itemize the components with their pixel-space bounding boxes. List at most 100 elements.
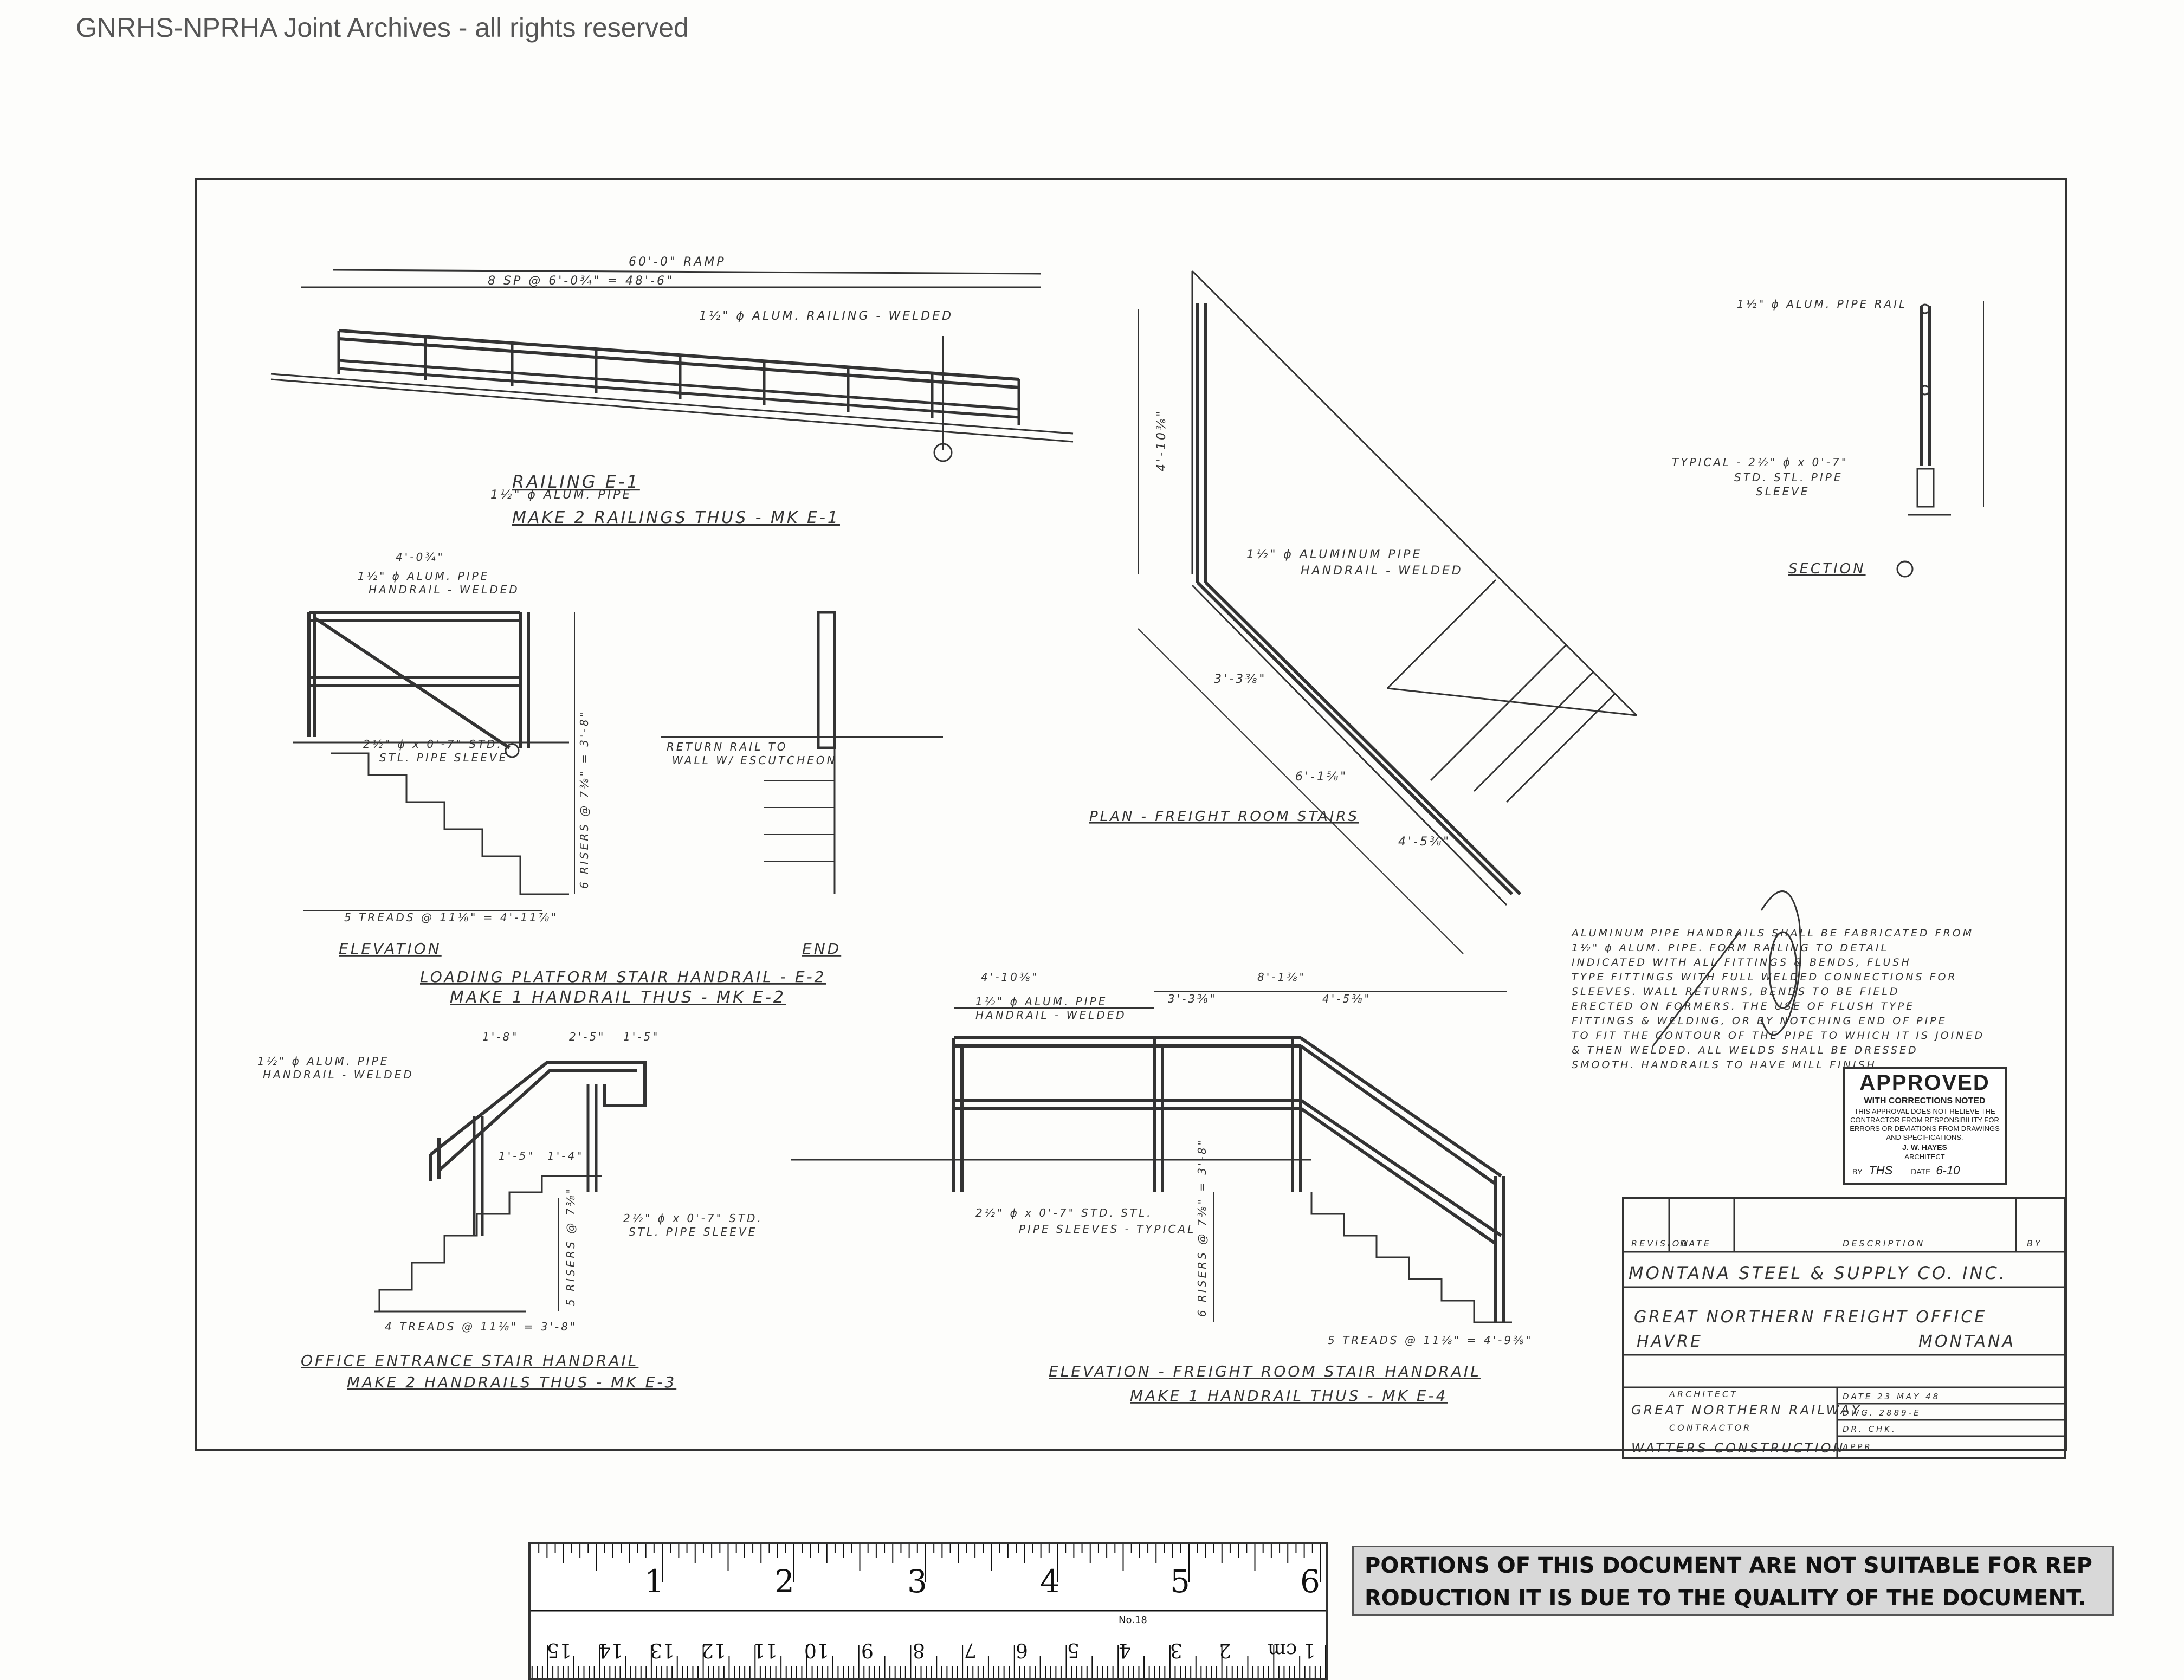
general-note-line: TYPE FITTINGS WITH FULL WELDED CONNECTIO… [1572, 971, 1957, 983]
ruler-inch-label: 2 [774, 1563, 794, 1600]
loading-note2: HANDRAIL - WELDED [369, 583, 520, 596]
general-note-line: TO FIT THE CONTOUR OF THE PIPE TO WHICH … [1572, 1030, 1985, 1042]
approval-body-line: CONTRACTOR FROM RESPONSIBILITY FOR [1850, 1116, 1999, 1124]
ruler-cm-label: 4 [1119, 1639, 1131, 1661]
approval-body-line: THIS APPROVAL DOES NOT RELIEVE THE [1854, 1107, 1995, 1115]
signature-scribble [1652, 890, 1801, 1046]
ruler-cm-label: 9 [861, 1639, 874, 1661]
freight-dim1: 4'-10⅜" [981, 971, 1039, 984]
office-note1: 1½" ϕ ALUM. PIPE [257, 1055, 389, 1068]
loading-risers: 6 RISERS @ 7⅜" = 3'-8" [578, 710, 591, 889]
ruler-inch-label: 1 [644, 1563, 664, 1600]
general-note-line: SLEEVES. WALL RETURNS, BENDS TO BE FIELD [1572, 986, 1900, 998]
approval-body-line: AND SPECIFICATIONS. [1886, 1133, 1963, 1141]
ruler-cm-label: 6 [1016, 1639, 1028, 1661]
drawn-field: DR. CHK. [1843, 1424, 1897, 1434]
rev-header: BY [2027, 1238, 2042, 1249]
contractor-name: WATTERS CONSTRUCTION [1631, 1440, 1845, 1456]
loading-label-end: END [802, 940, 841, 958]
loading-treads: 5 TREADS @ 11⅛" = 4'-11⅞" [344, 911, 558, 924]
approval-by-label: BY [1852, 1167, 1863, 1176]
location-right: MONTANA [1918, 1332, 2015, 1351]
approval-role: ARCHITECT [1904, 1153, 1945, 1161]
section-note3: STD. STL. PIPE [1734, 471, 1843, 484]
approval-date: 6-10 [1936, 1164, 1960, 1177]
ruler-cm-label: 11 [753, 1639, 778, 1661]
warning-line: PORTIONS OF THIS DOCUMENT ARE NOT SUITAB… [1365, 1553, 2092, 1578]
quality-warning: PORTIONS OF THIS DOCUMENT ARE NOT SUITAB… [1352, 1546, 2114, 1616]
ruler-cm-label: 7 [964, 1639, 977, 1661]
ruler-inch-label: 6 [1300, 1563, 1320, 1600]
approval-stamp: APPROVED WITH CORRECTIONS NOTED THIS APP… [1843, 1067, 2007, 1185]
plan-dim3: 6'-1⅝" [1295, 770, 1348, 784]
general-note-line: SMOOTH. HANDRAILS TO HAVE MILL FINISH. [1572, 1059, 1882, 1071]
general-note-line: ERECTED ON FORMERS. THE USE OF FLUSH TYP… [1572, 1000, 1915, 1012]
architect-name: GREAT NORTHERN RAILWAY [1631, 1403, 1862, 1418]
freight-elevation-drawing [791, 991, 1512, 1323]
freight-title: ELEVATION - FREIGHT ROOM STAIR HANDRAIL [1049, 1362, 1481, 1380]
ruler-cm-label: 2 [1219, 1639, 1231, 1661]
ruler-cm-label: 1 cm [1268, 1639, 1316, 1661]
plan-dim2: 3'-3⅜" [1214, 673, 1267, 686]
section-drawing [1896, 301, 1984, 578]
rev-header: DESCRIPTION [1843, 1238, 1925, 1249]
loading-end-drawing [661, 611, 943, 894]
sheet-field: APPR. [1842, 1442, 1877, 1452]
railing-note: 1½" ϕ ALUM. RAILING - WELDED [699, 309, 953, 323]
railing-title: RAILING E-1 [512, 471, 640, 492]
section-note2: TYPICAL - 2½" ϕ x 0'-7" [1672, 456, 1849, 469]
general-note-line: ALUMINUM PIPE HANDRAILS SHALL BE FABRICA… [1571, 927, 1974, 939]
office-note2: HANDRAIL - WELDED [263, 1068, 414, 1081]
general-note: ALUMINUM PIPE HANDRAILS SHALL BE FABRICA… [1571, 927, 1985, 1071]
archive-watermark: GNRHS-NPRHA Joint Archives - all rights … [76, 12, 689, 43]
ruler-cm-label: 5 [1067, 1639, 1080, 1661]
warning-line: RODUCTION IT IS DUE TO THE QUALITY OF TH… [1365, 1586, 2086, 1611]
freight-note2: HANDRAIL - WELDED [975, 1009, 1127, 1022]
freight-note1: 1½" ϕ ALUM. PIPE [975, 995, 1107, 1008]
loading-elevation-drawing [293, 611, 575, 911]
office-treads: 4 TREADS @ 11⅛" = 3'-8" [385, 1320, 577, 1333]
freight-make: MAKE 1 HANDRAIL THUS - MK E-4 [1130, 1387, 1448, 1405]
loading-return1: RETURN RAIL TO [667, 740, 788, 753]
rev-header: REVISION [1631, 1238, 1690, 1249]
contractor-label: CONTRACTOR [1669, 1423, 1752, 1433]
section-note4: SLEEVE [1756, 485, 1810, 498]
office-sleeve2: STL. PIPE SLEEVE [629, 1225, 757, 1238]
freight-dim3: 8'-1⅜" [1257, 971, 1307, 984]
freight-risers: 6 RISERS @ 7⅜" = 3'-8" [1196, 1138, 1209, 1317]
office-title: OFFICE ENTRANCE STAIR HANDRAIL [301, 1352, 638, 1369]
approval-date-label: DATE [1911, 1167, 1931, 1176]
approval-initials: THS [1869, 1164, 1893, 1177]
company-name: MONTANA STEEL & SUPPLY CO. INC. [1629, 1263, 2007, 1283]
plan-drawing [1138, 270, 1638, 954]
railing-e1-drawing [270, 269, 1074, 462]
general-note-line: 1½" ϕ ALUM. PIPE. FORM RAILING TO DETAIL [1572, 942, 1889, 954]
sheet-border [195, 178, 2067, 1451]
railing-make: MAKE 2 RAILINGS THUS - MK E-1 [512, 508, 840, 527]
approval-heading: APPROVED [1859, 1071, 1990, 1095]
freight-dim2: 3'-3⅜" [1168, 992, 1217, 1005]
general-note-line: INDICATED WITH ALL FITTINGS & BENDS, FLU… [1572, 957, 1911, 968]
ruler-cm-label: 3 [1170, 1639, 1183, 1661]
loading-sleeve1: 2½" ϕ x 0'-7" STD. [363, 738, 503, 751]
plan-note2: HANDRAIL - WELDED [1301, 564, 1463, 578]
office-dim-d: 1'-5" [499, 1149, 535, 1162]
rev-header: DATE [1680, 1238, 1711, 1249]
ruler-cm-label: 8 [913, 1639, 925, 1661]
approval-sub: WITH CORRECTIONS NOTED [1864, 1096, 1986, 1106]
ruler-cm-label: 12 [701, 1639, 726, 1661]
loading-label-elevation: ELEVATION [339, 940, 442, 958]
loading-dim-top: 4'-0¾" [396, 551, 445, 564]
dwg-field: DWG. 2889-E [1843, 1408, 1921, 1418]
freight-sleeve2: PIPE SLEEVES - TYPICAL [1019, 1223, 1196, 1236]
ruler-ticks [531, 1544, 1326, 1678]
location-left: HAVRE [1637, 1332, 1703, 1351]
architect-label: ARCHITECT [1669, 1389, 1738, 1399]
office-dim-b: 2'-5" [569, 1030, 605, 1043]
plan-dim4: 4'-5⅜" [1398, 835, 1451, 849]
office-sleeve1: 2½" ϕ x 0'-7" STD. [623, 1212, 763, 1225]
office-risers: 5 RISERS @ 7⅜" [564, 1186, 577, 1306]
ruler-model-label: No.18 [1119, 1614, 1147, 1626]
freight-sleeve1: 2½" ϕ x 0'-7" STD. STL. [975, 1206, 1153, 1219]
